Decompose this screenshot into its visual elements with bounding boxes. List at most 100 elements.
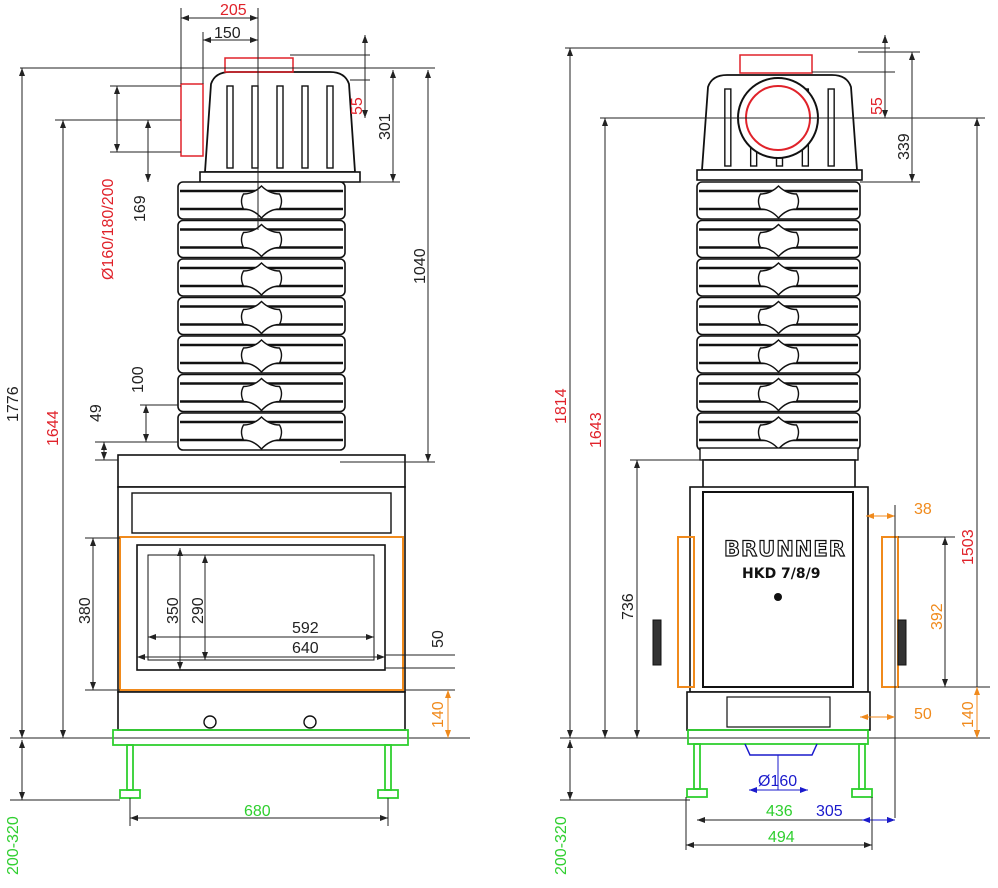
- dim-air-diameter: Ø160: [758, 773, 797, 790]
- arrowhead: [362, 110, 368, 118]
- front-base-leg: [384, 744, 392, 791]
- dim-1814: 1814: [553, 388, 570, 424]
- arrowhead: [974, 730, 980, 738]
- collar-fin: [226, 85, 234, 169]
- glass-inner: [147, 554, 375, 661]
- arrowhead: [114, 144, 120, 152]
- door-glass: [136, 544, 386, 671]
- drawing-geometry: [10, 8, 990, 850]
- dim-494: 494: [768, 829, 795, 846]
- arrowhead: [19, 792, 25, 800]
- collar-fin: [301, 85, 309, 169]
- arrowhead: [887, 714, 895, 720]
- arrowhead: [101, 442, 107, 450]
- rib-cutout: [240, 223, 283, 258]
- arrowhead: [567, 48, 573, 56]
- arrowhead: [882, 110, 888, 118]
- front-base-foot: [119, 789, 141, 799]
- front-view-labels: 205 150 55 301 1040 Ø160/180/200 169 100…: [5, 2, 447, 875]
- rib-cutout: [240, 339, 283, 374]
- handle-left: [652, 619, 662, 666]
- dim-50-front: 50: [430, 630, 447, 648]
- arrowhead: [202, 555, 208, 563]
- rib-cutout: [757, 262, 800, 297]
- arrowhead: [19, 68, 25, 76]
- arrowhead: [366, 634, 374, 640]
- arrowhead: [148, 634, 156, 640]
- arrowhead: [19, 730, 25, 738]
- collar-fin: [326, 85, 334, 169]
- dim-49: 49: [88, 404, 105, 422]
- side-view-labels: 1814 1643 55 339 736 1503 38 392 140 50 …: [553, 97, 977, 875]
- side-door-left: [677, 536, 695, 688]
- dim-680: 680: [244, 803, 271, 820]
- arrowhead: [60, 120, 66, 128]
- arrowhead: [130, 815, 138, 821]
- air-inlet: [744, 743, 818, 756]
- dim-339: 339: [896, 133, 913, 160]
- arrowhead: [864, 842, 872, 848]
- side-top-spigot: [739, 54, 813, 74]
- arrowhead: [860, 714, 868, 720]
- arrowhead: [974, 118, 980, 126]
- dim-feet-front: 200-320: [5, 816, 22, 875]
- rib-cutout: [240, 262, 283, 297]
- arrowhead: [203, 37, 211, 43]
- dim-140-front: 140: [430, 701, 447, 728]
- collar-ring: [696, 169, 863, 181]
- dim-305: 305: [816, 803, 843, 820]
- rib-cutout: [757, 223, 800, 258]
- rib-cutout: [757, 377, 800, 412]
- arrowhead: [909, 174, 915, 182]
- model-label: HKD 7/8/9: [742, 566, 821, 582]
- arrowhead: [602, 730, 608, 738]
- dim-290: 290: [190, 597, 207, 624]
- side-head: [702, 459, 856, 489]
- arrowhead: [567, 730, 573, 738]
- arrowhead: [567, 792, 573, 800]
- rib-cutout: [240, 300, 283, 335]
- front-base-foot: [377, 789, 399, 799]
- arrowhead: [942, 537, 948, 545]
- dim-380: 380: [77, 597, 94, 624]
- arrowhead: [425, 70, 431, 78]
- arrowhead: [800, 787, 808, 793]
- arrowhead: [202, 652, 208, 660]
- dim-flue-diameter: Ø160/180/200: [100, 178, 117, 280]
- arrowhead: [143, 434, 149, 442]
- dim-301: 301: [377, 113, 394, 140]
- arrowhead: [60, 730, 66, 738]
- rib-cutout: [757, 300, 800, 335]
- arrowhead: [686, 842, 694, 848]
- side-base-foot: [686, 788, 708, 798]
- dim-55-front: 55: [349, 97, 366, 115]
- arrowhead: [114, 86, 120, 94]
- ash-panel: [117, 691, 406, 731]
- brand-logo: BRUNNER: [724, 537, 846, 561]
- arrowhead: [602, 118, 608, 126]
- side-door-right: [881, 536, 899, 688]
- arrowhead: [145, 120, 151, 128]
- arrowhead: [425, 454, 431, 462]
- dim-1643: 1643: [588, 412, 605, 448]
- arrowhead: [974, 687, 980, 695]
- arrowhead: [250, 15, 258, 21]
- collar-fin: [251, 85, 259, 169]
- dim-55-side: 55: [869, 97, 886, 115]
- side-panel: [702, 491, 854, 688]
- arrowhead: [362, 35, 368, 43]
- dim-205: 205: [220, 2, 247, 19]
- dim-736: 736: [620, 593, 637, 620]
- arrowhead: [250, 37, 258, 43]
- arrowhead: [887, 513, 895, 519]
- dim-100: 100: [130, 366, 147, 393]
- side-base-leg: [858, 743, 866, 790]
- front-door: [119, 536, 404, 691]
- arrowhead: [445, 690, 451, 698]
- front-base-leg: [126, 744, 134, 791]
- dim-640: 640: [292, 640, 319, 657]
- arrowhead: [380, 815, 388, 821]
- arrowhead: [19, 740, 25, 748]
- handle-right: [897, 619, 907, 666]
- arrowhead: [862, 817, 870, 823]
